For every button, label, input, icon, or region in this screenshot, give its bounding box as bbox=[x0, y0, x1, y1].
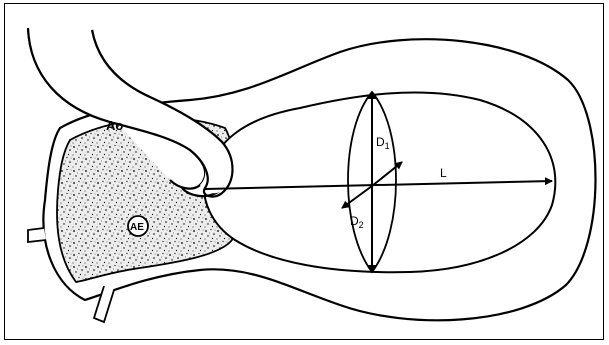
vessel-stub-upper bbox=[28, 228, 46, 242]
label-aorta: Ao bbox=[106, 118, 123, 133]
label-d2-main: D bbox=[350, 214, 359, 228]
label-aneurysm: AE bbox=[130, 222, 144, 233]
label-d1-sub: 1 bbox=[385, 141, 390, 151]
label-length: L bbox=[440, 166, 447, 180]
label-d2-sub: 2 bbox=[359, 220, 364, 230]
label-d1-main: D bbox=[376, 135, 385, 149]
